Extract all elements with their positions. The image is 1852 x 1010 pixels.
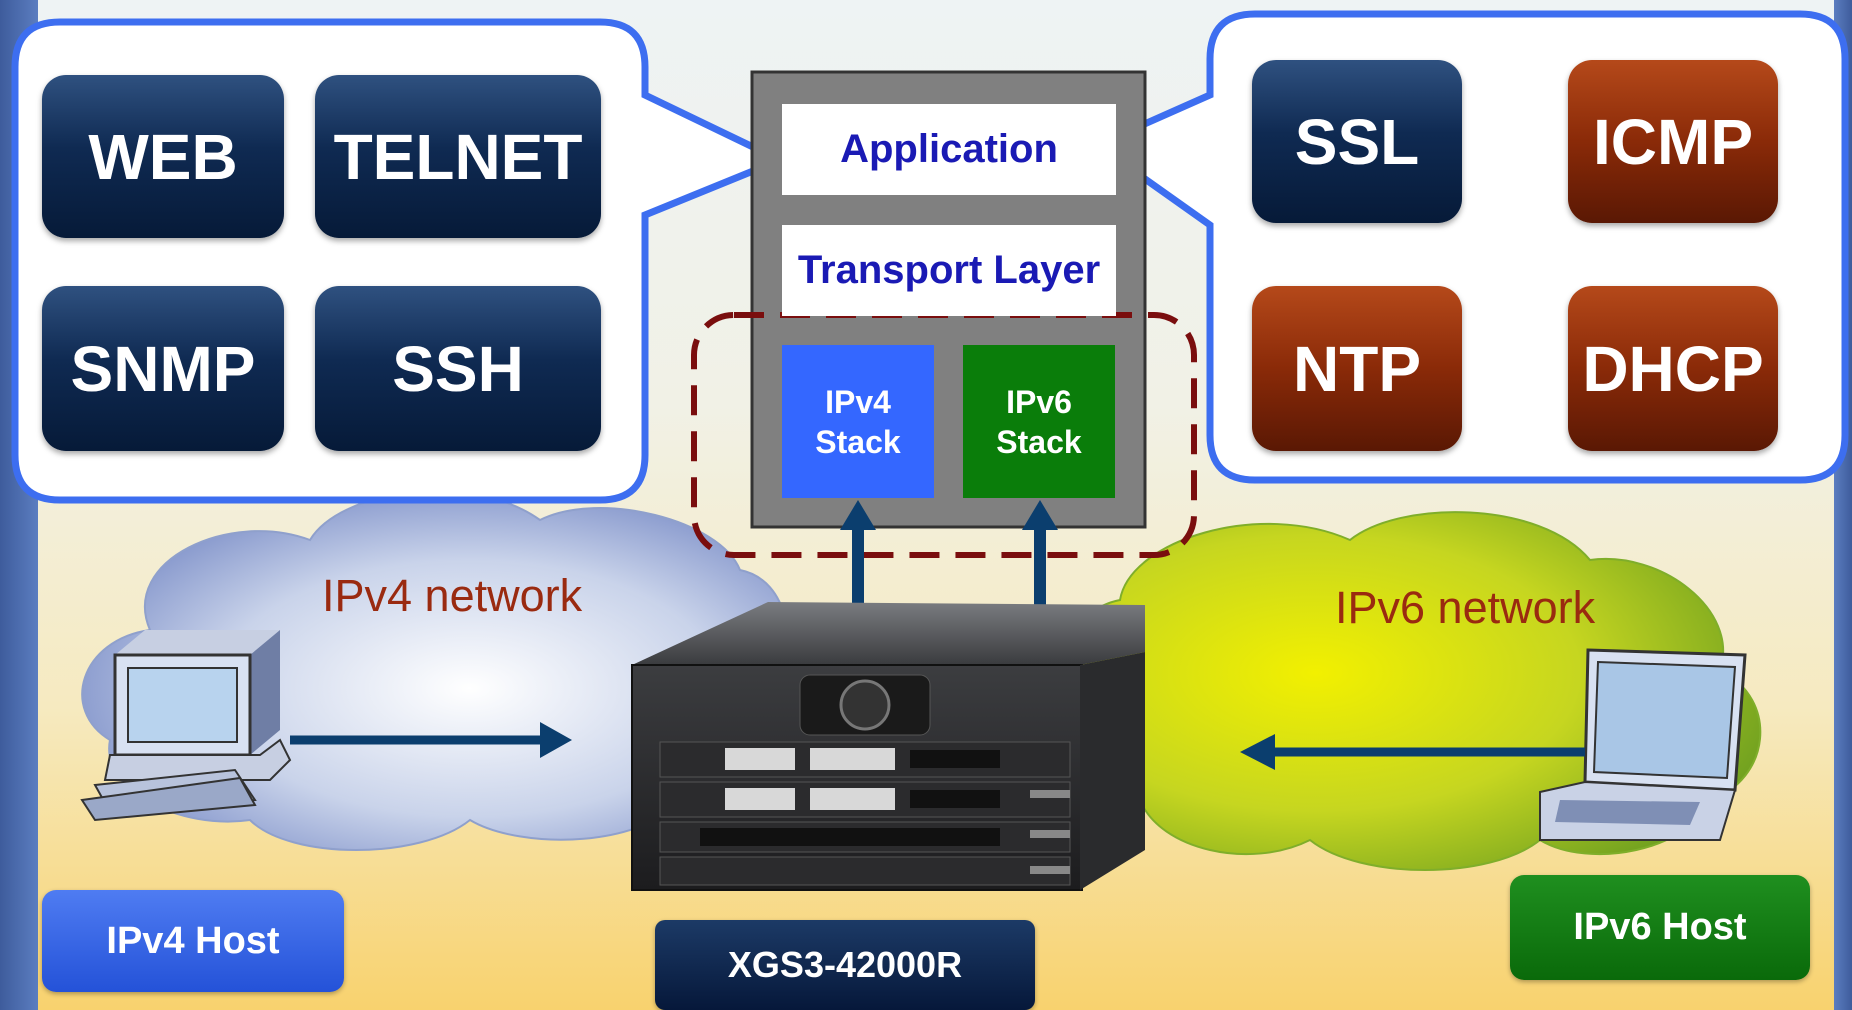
ipv6-host-label: IPv6 Host — [1510, 875, 1810, 980]
service-ssl: SSL — [1252, 60, 1462, 223]
desktop-computer-icon — [80, 630, 292, 822]
ipv4-network-label: IPv4 network — [322, 570, 583, 621]
application-layer: Application — [782, 104, 1116, 195]
ipv6-stack: IPv6 Stack — [963, 345, 1115, 498]
device-model-label: XGS3-42000R — [655, 920, 1035, 1010]
transport-layer: Transport Layer — [782, 225, 1116, 316]
service-snmp: SNMP — [42, 286, 284, 451]
laptop-icon — [1539, 648, 1747, 841]
service-icmp: ICMP — [1568, 60, 1778, 223]
service-telnet: TELNET — [315, 75, 601, 238]
arrow-ipv6-to-switch — [1240, 734, 1585, 770]
arrow-ipv4-to-switch — [290, 722, 572, 758]
service-web: WEB — [42, 75, 284, 238]
ipv6-network-label: IPv6 network — [1335, 582, 1596, 633]
switch-chassis-icon — [631, 602, 1145, 891]
service-ntp: NTP — [1252, 286, 1462, 451]
ipv4-host-label: IPv4 Host — [42, 890, 344, 992]
service-dhcp: DHCP — [1568, 286, 1778, 451]
service-ssh: SSH — [315, 286, 601, 451]
ipv4-stack: IPv4 Stack — [782, 345, 934, 498]
